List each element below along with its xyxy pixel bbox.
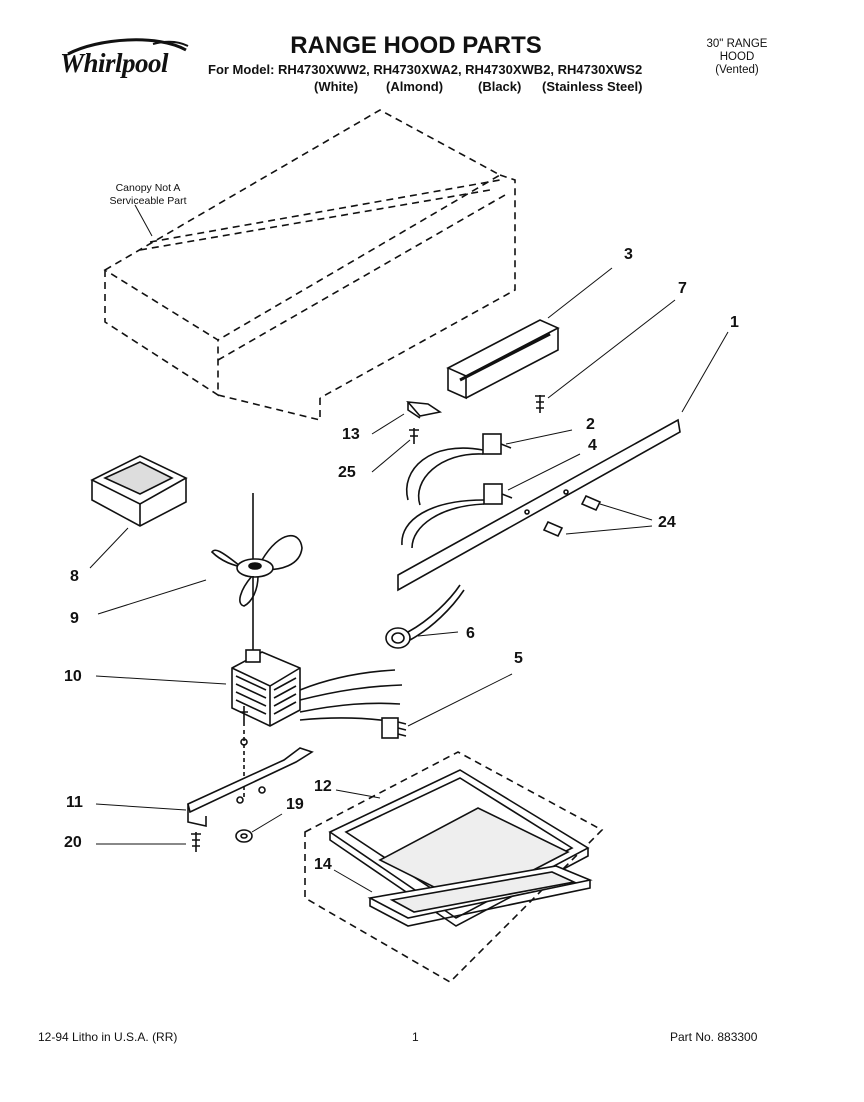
color-black: (Black) xyxy=(478,79,522,94)
callout-14: 14 xyxy=(314,856,332,873)
callout-3: 3 xyxy=(624,246,633,263)
range-type-line-3: (Vented) xyxy=(715,64,759,76)
part-9-fan-blade xyxy=(210,493,303,650)
callout-9: 9 xyxy=(70,610,79,627)
callout-20: 20 xyxy=(64,834,82,851)
part-1-rail xyxy=(397,418,681,592)
part-7-screw xyxy=(535,395,545,413)
part-number: Part No. 883300 xyxy=(670,1030,758,1044)
callout-10: 10 xyxy=(64,668,82,685)
part-2-switch xyxy=(482,433,512,455)
part-19-nut xyxy=(235,829,253,843)
leader-lines xyxy=(89,267,729,893)
callout-13: 13 xyxy=(342,426,360,443)
callout-19: 19 xyxy=(286,796,304,813)
canopy-note-line-2: Serviceable Part xyxy=(109,195,187,207)
range-type-line-1: 30" RANGE xyxy=(706,38,768,50)
page-title: RANGE HOOD PARTS xyxy=(290,32,542,59)
color-white: (White) xyxy=(314,79,359,94)
part-13-clip xyxy=(406,401,443,419)
part-4-switch xyxy=(483,483,513,505)
part-6-socket xyxy=(385,584,465,649)
page-number: 1 xyxy=(412,1030,419,1044)
model-numbers: For Model: RH4730XWW2, RH4730XWA2, RH473… xyxy=(208,62,643,77)
callout-6: 6 xyxy=(466,625,475,642)
litho-note: 12-94 Litho in U.S.A. (RR) xyxy=(38,1030,178,1044)
part-3-bracket xyxy=(446,319,560,400)
canopy-outline xyxy=(103,109,516,422)
callout-4: 4 xyxy=(588,437,597,454)
callout-8: 8 xyxy=(70,568,79,585)
part-8-lens xyxy=(90,455,188,527)
part-25-screw xyxy=(409,428,419,444)
part-11-bracket xyxy=(187,747,314,827)
color-almond: (Almond) xyxy=(386,79,444,94)
callout-25: 25 xyxy=(338,464,356,481)
callout-24: 24 xyxy=(658,514,676,531)
part-10-motor xyxy=(231,649,301,727)
callout-12: 12 xyxy=(314,778,332,795)
range-type: 30" RANGE HOOD (Vented) xyxy=(694,38,780,77)
callout-1: 1 xyxy=(730,314,739,331)
callout-5: 5 xyxy=(514,650,523,667)
canopy-note-line-1: Canopy Not A xyxy=(115,182,181,194)
callout-11: 11 xyxy=(66,794,83,811)
part-5-connector xyxy=(381,717,407,739)
logo-swoosh-icon xyxy=(67,38,189,56)
callout-2: 2 xyxy=(586,416,595,433)
canopy-note: Canopy Not A Serviceable Part xyxy=(96,182,200,208)
part-14-filter xyxy=(367,865,593,927)
part-20-screw xyxy=(191,832,201,852)
color-stainless: (Stainless Steel) xyxy=(542,79,643,94)
range-type-line-2: HOOD xyxy=(719,51,755,63)
whirlpool-logo: Whirlpool xyxy=(60,48,169,78)
callout-7: 7 xyxy=(678,280,687,297)
wires-upper xyxy=(405,447,484,501)
part-24-grommets xyxy=(524,489,602,538)
wires-lower xyxy=(401,499,485,546)
